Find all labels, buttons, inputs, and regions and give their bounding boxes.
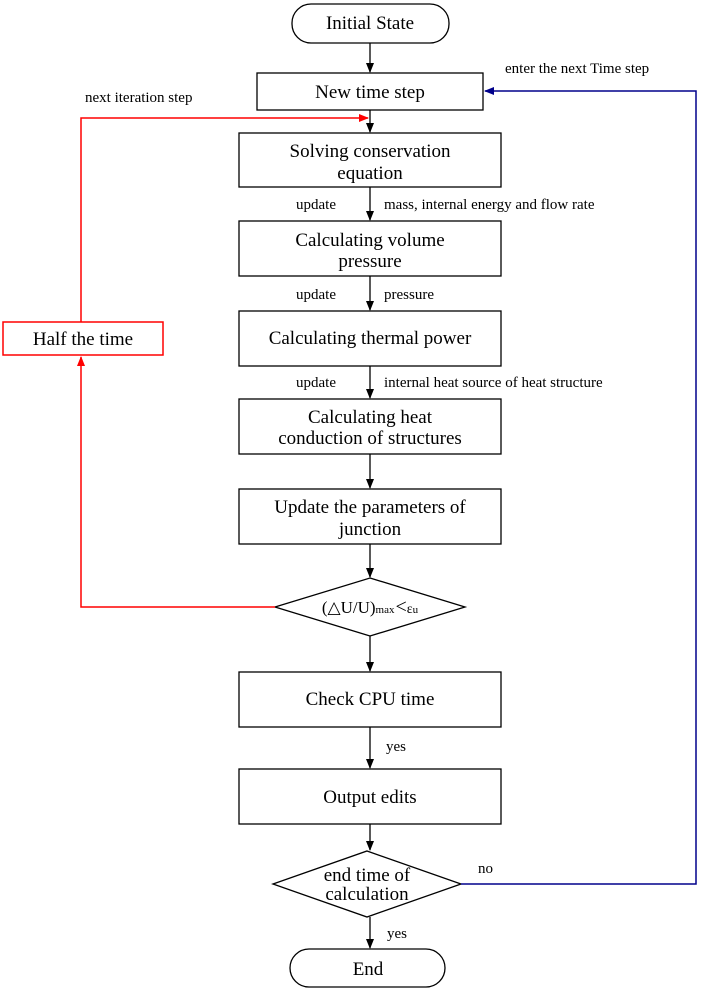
arrow-convergence-to-half-time xyxy=(77,356,275,608)
heat-conduction-label-line2: conduction of structures xyxy=(278,428,462,449)
solving-equation-node: Solving conservation equation xyxy=(238,132,502,188)
convergence-sub-u: u xyxy=(413,604,419,616)
new-time-step-node: New time step xyxy=(256,72,484,111)
thermal-power-label: Calculating thermal power xyxy=(269,328,472,349)
volume-pressure-label-line2: pressure xyxy=(338,251,401,272)
volume-pressure-node: Calculating volume pressure xyxy=(238,220,502,277)
thermal-power-node: Calculating thermal power xyxy=(238,310,502,367)
end-label: End xyxy=(353,959,384,980)
label-update-2-detail: pressure xyxy=(384,287,434,303)
check-cpu-time-label: Check CPU time xyxy=(306,689,435,710)
convergence-epsilon: ε xyxy=(407,602,413,617)
label-next-time-step: enter the next Time step xyxy=(505,61,649,77)
update-junction-label-line1: Update the parameters of xyxy=(274,497,466,518)
new-time-step-label: New time step xyxy=(315,82,425,103)
end-time-check-label-line2: calculation xyxy=(325,884,409,905)
solving-equation-label-line1: Solving conservation xyxy=(290,141,451,162)
update-junction-node: Update the parameters of junction xyxy=(238,488,502,545)
label-next-iteration: next iteration step xyxy=(85,90,192,106)
end-time-check-label-line1: end time of xyxy=(324,865,411,886)
label-update-1: update xyxy=(296,197,336,213)
check-cpu-time-node: Check CPU time xyxy=(238,671,502,728)
convergence-check-label: (△U/U)max<εu xyxy=(322,596,419,618)
initial-state-label: Initial State xyxy=(326,13,414,34)
half-the-time-label: Half the time xyxy=(33,329,133,350)
label-update-1-detail: mass, internal energy and flow rate xyxy=(384,197,595,213)
end-node: End xyxy=(289,948,446,988)
convergence-check-diamond: (△U/U)max<εu xyxy=(272,577,468,637)
initial-state-node: Initial State xyxy=(291,3,450,44)
update-junction-label-line2: junction xyxy=(338,519,402,540)
time-step-loop xyxy=(461,87,697,885)
label-update-2: update xyxy=(296,287,336,303)
label-update-3-detail: internal heat source of heat structure xyxy=(384,375,603,391)
output-edits-label: Output edits xyxy=(323,787,416,808)
label-yes-cpu: yes xyxy=(386,739,406,755)
output-edits-node: Output edits xyxy=(238,768,502,825)
convergence-ratio: (△U/U) xyxy=(322,598,376,617)
iteration-loop xyxy=(77,114,369,608)
arrow-end-check-to-new-step xyxy=(461,87,697,885)
convergence-less-than: < xyxy=(395,596,406,618)
label-update-3: update xyxy=(296,375,336,391)
solving-equation-label-line2: equation xyxy=(337,163,403,184)
convergence-sub-max: max xyxy=(376,604,395,616)
label-yes-end: yes xyxy=(387,926,407,942)
arrow-half-time-to-solving xyxy=(80,114,369,322)
end-time-check-diamond: end time of calculation xyxy=(271,850,463,918)
label-no-end: no xyxy=(478,861,493,877)
volume-pressure-label-line1: Calculating volume xyxy=(295,230,444,251)
heat-conduction-node: Calculating heat conduction of structure… xyxy=(238,398,502,455)
half-the-time-node: Half the time xyxy=(2,321,164,356)
heat-conduction-label-line1: Calculating heat xyxy=(308,407,433,428)
